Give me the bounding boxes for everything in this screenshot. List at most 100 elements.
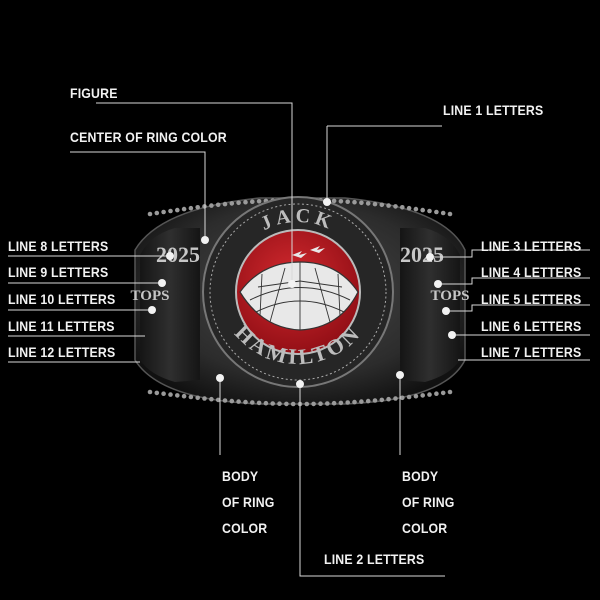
bead <box>427 208 432 214</box>
label-line-11: LINE 11 LETTERS <box>8 318 115 334</box>
bead <box>181 206 187 212</box>
bead <box>365 201 371 206</box>
bead <box>263 400 269 406</box>
bead <box>352 199 357 205</box>
bead <box>440 210 446 216</box>
bead <box>325 401 330 406</box>
bead <box>359 200 364 206</box>
label-body-right-line3: COLOR <box>402 520 448 536</box>
bead <box>229 201 235 206</box>
left-shank-year: 2025 <box>156 242 200 267</box>
bead <box>393 204 398 209</box>
bead <box>236 399 241 404</box>
bead <box>400 205 405 210</box>
bead <box>434 209 439 215</box>
shank-lettering: 2025 TOPS 2025 TOPS <box>131 242 470 304</box>
bead <box>406 205 412 211</box>
bead <box>393 396 398 401</box>
bead <box>154 390 160 396</box>
bead <box>331 400 337 406</box>
bead <box>250 199 255 204</box>
bead <box>202 396 207 401</box>
bead <box>400 395 405 401</box>
bead <box>175 207 180 213</box>
bead <box>243 199 248 205</box>
bead <box>359 399 364 404</box>
label-body-left-line1: BODY <box>222 468 259 484</box>
label-line-10: LINE 10 LETTERS <box>8 291 116 307</box>
bead <box>168 392 173 397</box>
bead <box>290 401 296 407</box>
label-figure: FIGURE <box>70 85 118 101</box>
bead <box>181 393 187 399</box>
bead <box>427 392 432 397</box>
label-body-right-line1: BODY <box>402 468 439 484</box>
bead <box>168 208 173 214</box>
bead <box>420 393 426 398</box>
bead <box>147 389 153 395</box>
bead <box>365 398 371 404</box>
bead <box>420 207 426 213</box>
label-body-left-line3: COLOR <box>222 520 268 536</box>
bead <box>440 390 446 396</box>
bead <box>379 397 385 403</box>
label-line-9: LINE 9 LETTERS <box>8 264 109 280</box>
bead <box>161 391 166 397</box>
label-body-right-line2: OF RING <box>402 494 455 510</box>
bead <box>236 200 241 206</box>
label-body-of-ring-color-left: BODY OF RING COLOR <box>222 463 275 541</box>
leader-line3 <box>430 249 590 258</box>
bead <box>215 202 221 208</box>
bead <box>209 203 214 208</box>
leader-dots <box>148 198 456 388</box>
bead <box>379 202 385 208</box>
right-shank-year: 2025 <box>400 242 444 267</box>
bead <box>406 394 412 400</box>
bead <box>250 400 255 405</box>
right-shank-top: TOPS <box>431 288 470 304</box>
bead <box>345 199 351 204</box>
bead <box>331 198 337 204</box>
bead <box>222 201 228 207</box>
left-shank-top: TOPS <box>131 288 170 304</box>
bead <box>188 394 194 400</box>
bead <box>147 211 153 217</box>
bead <box>304 401 310 407</box>
bead <box>352 399 357 405</box>
bead <box>243 399 248 405</box>
bead <box>284 401 289 407</box>
label-center-of-ring-color: CENTER OF RING COLOR <box>70 129 227 145</box>
leader-figure <box>96 102 293 284</box>
bead <box>222 398 228 403</box>
bead <box>372 201 378 207</box>
bead <box>413 393 419 399</box>
bead <box>229 398 235 404</box>
leader-lines <box>8 102 590 577</box>
label-line-8: LINE 8 LETTERS <box>8 238 109 254</box>
label-line-7: LINE 7 LETTERS <box>481 344 582 360</box>
bead <box>209 396 214 402</box>
bead <box>175 393 180 398</box>
leader-line5 <box>446 304 590 312</box>
label-body-left-line2: OF RING <box>222 494 275 510</box>
bead <box>434 391 439 397</box>
bead <box>188 205 194 211</box>
bead <box>195 205 200 210</box>
label-line-3: LINE 3 LETTERS <box>481 238 582 254</box>
leader-line4 <box>438 277 590 285</box>
bead <box>447 211 453 217</box>
bead <box>161 209 166 215</box>
label-line-4: LINE 4 LETTERS <box>481 264 582 280</box>
label-body-of-ring-color-right: BODY OF RING COLOR <box>402 463 455 541</box>
bead <box>447 389 453 395</box>
bead <box>195 395 200 401</box>
label-line-5: LINE 5 LETTERS <box>481 291 582 307</box>
leader-center-color <box>70 151 206 240</box>
bead <box>277 401 282 407</box>
label-line-2: LINE 2 LETTERS <box>324 551 425 567</box>
bead <box>270 401 276 406</box>
bead <box>345 400 351 405</box>
label-line-1: LINE 1 LETTERS <box>443 102 544 118</box>
